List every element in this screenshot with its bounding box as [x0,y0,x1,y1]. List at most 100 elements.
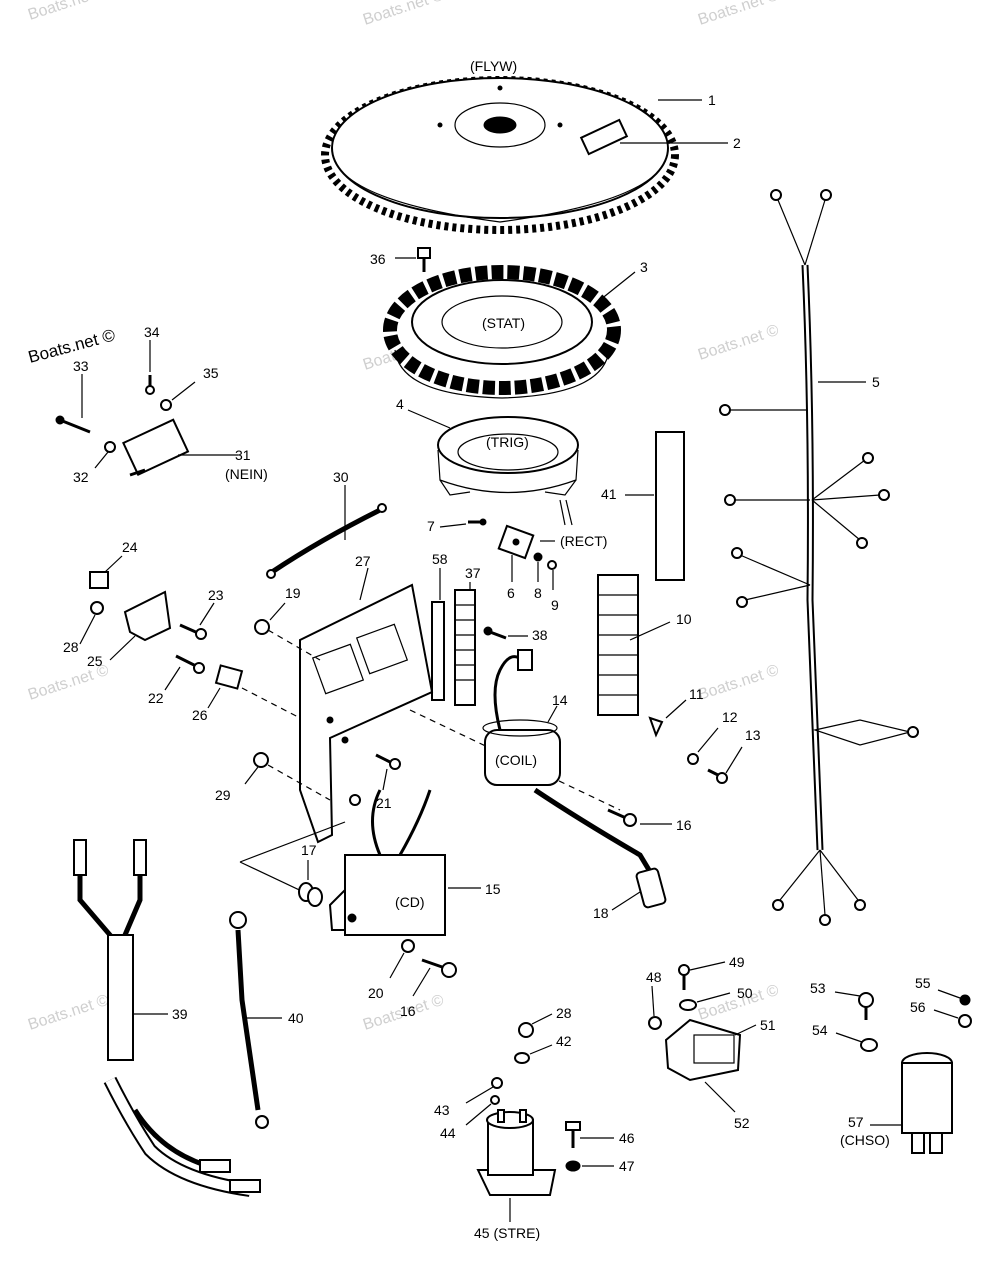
washer-20 [401,939,415,953]
nut-29 [253,752,269,768]
screw-33 [55,415,91,434]
mounting-plate [299,583,434,844]
screw-16b [421,958,457,978]
part-50-label: 50 [737,985,753,1001]
part-20-label: 20 [368,985,384,1001]
screw-22 [175,654,205,674]
part-52-label: 52 [734,1115,750,1131]
part-16-label: 16 [676,817,692,833]
part-18-label: 18 [593,905,609,921]
terminal-strip-37 [454,589,476,706]
part-47-label: 47 [619,1158,635,1174]
nut-48 [648,1016,662,1030]
part-31-label: 31 [235,447,251,463]
part-27-label: 27 [355,553,371,569]
part-13-label: 13 [745,727,761,743]
part-16b-label: 16 [400,1003,416,1019]
watermark-text: Boats.net © [26,992,111,1034]
part-14-label: 14 [552,692,568,708]
terminal-block-10 [597,574,639,716]
part-41-label: 41 [601,486,617,502]
nut-28 [90,601,104,615]
part-58-label: 58 [432,551,448,567]
watermark-text: Boats.net © [26,0,111,24]
part-9-label: 9 [551,597,559,613]
washer-50 [679,999,697,1011]
part-1-label: 1 [708,92,716,108]
battery-cable-39 [73,839,261,1197]
wiring-harness [719,189,919,926]
washer-42 [514,1052,530,1064]
washer-8 [533,552,543,562]
part-15-label: 15 [485,881,501,897]
part-55-label: 55 [915,975,931,991]
bushing-24 [89,571,109,589]
watermark-text: Boats.net © [696,662,781,704]
screw-38 [483,626,507,640]
part-3-label: 3 [640,259,648,275]
screw-46 [565,1121,581,1148]
bracket-25 [123,590,172,642]
part-22-label: 22 [148,690,164,706]
part-12-label: 12 [722,709,738,725]
nut-55 [959,994,971,1006]
part-30-label: 30 [333,469,349,485]
cd-label: (CD) [395,894,425,910]
part-25-label: 25 [87,653,103,669]
part-29-label: 29 [215,787,231,803]
stat-label: (STAT) [482,315,525,331]
nut-43 [491,1077,503,1089]
part-38-label: 38 [532,627,548,643]
part-26-label: 26 [192,707,208,723]
part-28-label: 28 [63,639,79,655]
cd-module [328,789,446,936]
part-5-label: 5 [872,374,880,390]
nut-47 [565,1160,581,1172]
part-11-label: 11 [689,686,704,702]
part-28b-label: 28 [556,1005,572,1021]
starter-solenoid [476,1109,557,1196]
part-19-label: 19 [285,585,301,601]
part-36-label: 36 [370,251,386,267]
ground-cable-40 [229,911,269,1129]
washer-54 [860,1038,878,1052]
watermark-text: Boats.net © [696,0,781,29]
part-23-label: 23 [208,587,224,603]
boats-net-credit: Boats.net © [26,325,117,367]
part-34-label: 34 [144,324,160,340]
rect-label: (RECT) [560,533,607,549]
part-48-label: 48 [646,969,662,985]
neutral-start-switch [122,418,190,477]
strip-58 [431,601,445,701]
decal-41 [655,431,685,581]
stator [383,265,621,399]
part-49-label: 49 [729,954,745,970]
nut-28b [518,1022,534,1038]
part-53-label: 53 [810,980,826,996]
nein-label: (NEIN) [225,466,268,482]
part-8-label: 8 [534,585,542,601]
washer-12 [687,753,699,765]
screw-49 [678,964,690,990]
part-7-label: 7 [427,518,435,534]
grommet-26 [214,664,244,690]
part-54-label: 54 [812,1022,828,1038]
flywheel [321,76,679,234]
screw-7 [468,518,487,526]
trig-label: (TRIG) [486,434,529,450]
washer-32 [104,441,116,453]
screw-16 [607,808,637,827]
part-33-label: 33 [73,358,89,374]
watermark-text: Boats.net © [361,0,446,29]
part-32-label: 32 [73,469,89,485]
part-56-label: 56 [910,999,926,1015]
ignition-coil [482,649,561,786]
screw-53 [858,992,874,1020]
screw-36 [417,247,431,272]
spark-plug-lead [533,787,667,909]
part-17-label: 17 [301,842,317,858]
chso-label: (CHSO) [840,1132,890,1148]
part-43-label: 43 [434,1102,450,1118]
part-39-label: 39 [172,1006,188,1022]
